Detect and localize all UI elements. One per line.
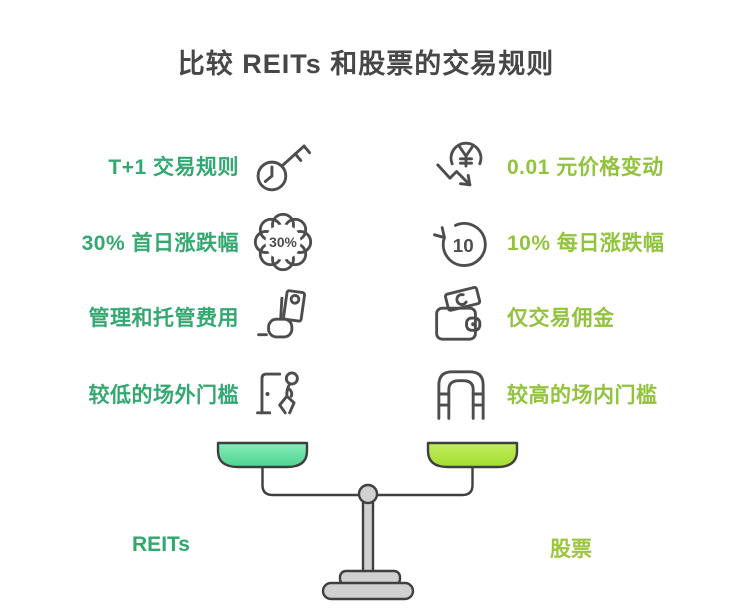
scale-post <box>361 493 375 577</box>
left-scale-pan <box>216 441 309 469</box>
door-person-icon <box>252 363 314 425</box>
badge-30-text: 30% <box>269 234 297 250</box>
hand-banknote-icon <box>252 286 314 348</box>
right-item-daily-limit: 10 10% 每日涨跌幅 <box>430 206 722 278</box>
left-item-label: 30% 首日涨跌幅 <box>81 232 239 255</box>
reits-label: REITs <box>132 533 190 556</box>
badge-30-percent-icon: 30% <box>252 211 314 273</box>
arch-gate-icon <box>430 363 492 425</box>
right-item-exchange-threshold: 较高的场内门槛 <box>430 358 722 430</box>
left-item-label: T+1 交易规则 <box>108 156 239 179</box>
page-title: 比较 REITs 和股票的交易规则 <box>177 49 555 79</box>
key-clock-icon <box>252 135 314 197</box>
right-scale-pan <box>426 441 519 469</box>
left-item-label: 较低的场外门槛 <box>88 384 239 407</box>
rotate-ten-icon: 10 <box>430 211 492 273</box>
left-item-t1-rule: T+1 交易规则 <box>28 130 314 202</box>
rotate-ten-text: 10 <box>453 235 474 256</box>
left-item-label: 管理和托管费用 <box>88 307 239 330</box>
yuan-decline-icon <box>430 135 492 197</box>
right-item-label: 仅交易佣金 <box>507 307 615 330</box>
scale-pivot <box>357 483 379 505</box>
scale-base-lower <box>321 581 415 601</box>
left-item-first-day-limit: 30% 首日涨跌幅 30% <box>28 206 314 278</box>
right-item-label: 0.01 元价格变动 <box>507 156 664 179</box>
right-item-commission-only: 仅交易佣金 <box>430 281 722 353</box>
scale-arms <box>261 465 474 497</box>
right-item-price-tick: 0.01 元价格变动 <box>430 130 722 202</box>
left-item-otc-threshold: 较低的场外门槛 <box>28 358 314 430</box>
balance-scale <box>216 441 519 601</box>
wallet-banknote-icon <box>430 286 492 348</box>
right-item-label: 较高的场内门槛 <box>507 384 658 407</box>
left-item-management-fees: 管理和托管费用 <box>28 281 314 353</box>
stocks-label: 股票 <box>550 538 592 561</box>
right-item-label: 10% 每日涨跌幅 <box>507 232 665 255</box>
